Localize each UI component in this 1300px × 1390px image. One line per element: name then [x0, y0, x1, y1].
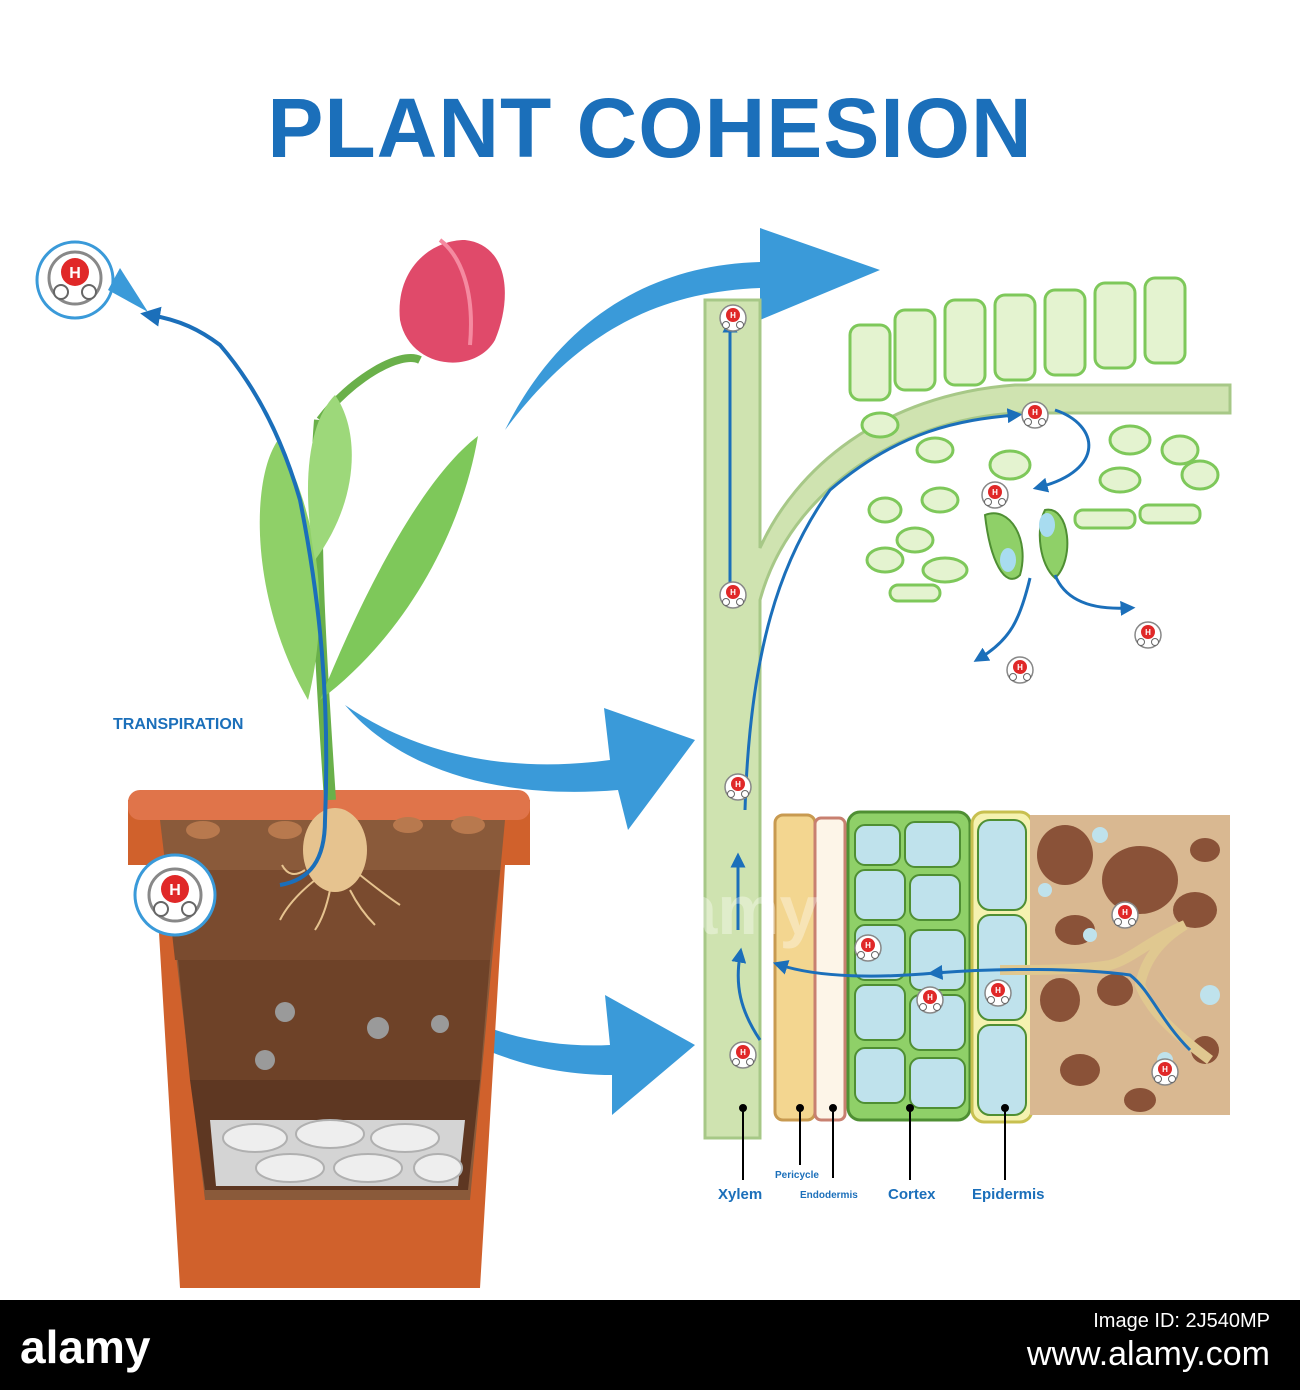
- footer-image-id: Image ID: 2J540MP: [1093, 1310, 1270, 1332]
- footer-bar: alamy Image ID: 2J540MP www.alamy.com: [0, 1300, 1300, 1390]
- watermark: alamy: [620, 871, 819, 949]
- big-arrow-bottom: [378, 958, 695, 1115]
- label-pointers: [739, 1104, 1009, 1180]
- label-endodermis: Endodermis: [800, 1190, 858, 1201]
- big-arrow-middle: [345, 705, 695, 830]
- stomata-guard-cells: [973, 508, 1136, 662]
- molecule-bubble-root: [133, 853, 217, 937]
- label-epidermis: Epidermis: [972, 1186, 1045, 1203]
- footer-url: www.alamy.com: [1026, 1335, 1270, 1373]
- root-cross-section: [772, 810, 1230, 1124]
- xylem-vessel: [703, 298, 1232, 1140]
- transpiration-flow-arrows: [140, 306, 329, 887]
- leaf-cells: [848, 276, 1220, 603]
- label-pericycle: Pericycle: [775, 1170, 819, 1181]
- big-arrow-top: [505, 228, 880, 430]
- diagram-title: PLANT COHESION: [267, 81, 1033, 175]
- label-xylem: Xylem: [718, 1186, 763, 1203]
- footer-brand: alamy: [20, 1321, 151, 1373]
- tulip-plant: [259, 238, 505, 931]
- flower-pot: [128, 790, 530, 1288]
- label-transpiration: TRANSPIRATION: [113, 716, 244, 733]
- footer-image-info: Image ID: 2J540MP www.alamy.com: [1027, 1310, 1270, 1374]
- label-cortex: Cortex: [888, 1186, 936, 1203]
- molecule-bubble-top: [35, 240, 148, 320]
- diagram-illustration: H: [35, 228, 1232, 1288]
